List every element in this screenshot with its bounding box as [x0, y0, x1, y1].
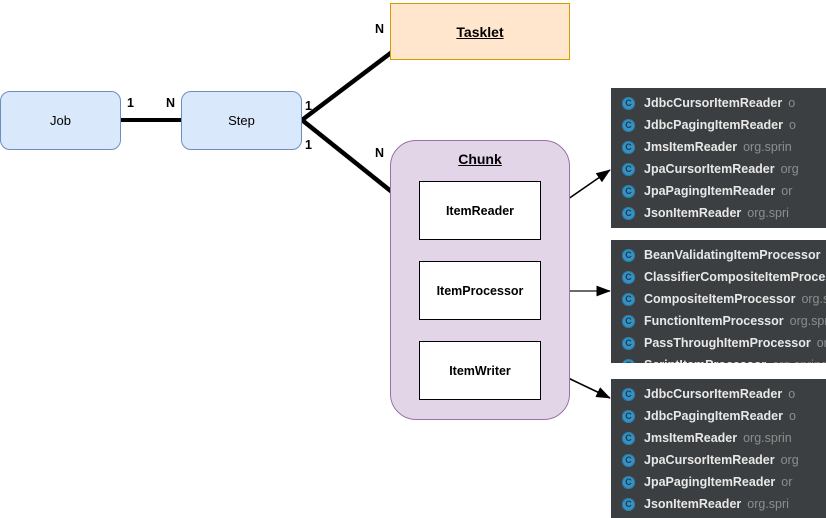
completion-item-name: JmsItemReader [644, 431, 738, 445]
node-job[interactable]: Job [0, 91, 121, 150]
completion-item-name: JpaCursorItemReader [644, 453, 775, 467]
class-icon [622, 206, 635, 220]
completion-item-package: o [788, 387, 796, 401]
completion-item[interactable]: JdbcCursorItemReader o [611, 383, 826, 405]
completion-item-name: ScriptItemProcessor [644, 358, 766, 363]
completion-item[interactable]: JsonItemReader org.spri [611, 202, 826, 224]
class-icon [622, 453, 635, 467]
node-item-writer-label: ItemWriter [449, 363, 511, 378]
cardinality-step-side: N [166, 96, 176, 110]
class-icon [622, 270, 635, 284]
node-step[interactable]: Step [181, 91, 302, 150]
node-step-label: Step [228, 113, 255, 128]
completion-item[interactable]: PassThroughItemProcessor org.spri [611, 332, 826, 354]
completion-item-package: o [788, 409, 796, 423]
node-job-label: Job [50, 113, 71, 128]
class-icon [622, 248, 635, 262]
class-icon [622, 184, 635, 198]
cardinality-step-tasklet-far: N [375, 22, 385, 36]
node-item-writer[interactable]: ItemWriter [419, 341, 541, 400]
completion-item-package: org.spri [747, 206, 789, 220]
node-tasklet-label: Tasklet [456, 23, 504, 40]
popup-item-processor-implementations[interactable]: BeanValidatingItemProcessororg.spClassif… [611, 240, 826, 363]
completion-item[interactable]: FunctionItemProcessor org.springfr [611, 310, 826, 332]
class-icon [622, 409, 635, 423]
edge-step-tasklet [300, 50, 394, 122]
completion-item[interactable]: JpaCursorItemReader org [611, 158, 826, 180]
completion-item-package: org.spri [816, 336, 826, 350]
completion-item[interactable]: JpaCursorItemReader org [611, 449, 826, 471]
cardinality-step-chunk-far: N [375, 146, 385, 160]
completion-item[interactable]: ScriptItemProcessor org.springfram [611, 354, 826, 363]
completion-item[interactable]: JpaPagingItemReader or [611, 471, 826, 493]
completion-item[interactable]: JmsItemReader org.sprin [611, 136, 826, 158]
popup-item-reader-implementations[interactable]: JdbcCursorItemReaderoJdbcPagingItemReade… [611, 88, 826, 228]
completion-item-package: org.springfr [789, 314, 826, 328]
completion-item-name: ClassifierCompositeItemProcessor [644, 270, 826, 284]
class-icon [622, 475, 635, 489]
completion-item-name: JdbcCursorItemReader [644, 387, 783, 401]
class-icon [622, 497, 635, 511]
completion-item-name: FunctionItemProcessor [644, 314, 784, 328]
class-icon [622, 336, 635, 350]
cardinality-job-side: 1 [127, 96, 134, 110]
completion-item-package: or [781, 475, 793, 489]
completion-item-name: JmsItemReader [644, 140, 738, 154]
completion-item-package: o [788, 96, 796, 110]
completion-item-package: org.spri [747, 497, 789, 511]
node-item-processor[interactable]: ItemProcessor [419, 261, 541, 320]
class-icon [622, 431, 635, 445]
completion-item-name: JpaPagingItemReader [644, 184, 776, 198]
class-icon [622, 387, 635, 401]
cardinality-step-tasklet-near: 1 [305, 99, 312, 113]
completion-item-name: JpaPagingItemReader [644, 475, 776, 489]
class-icon [622, 96, 635, 110]
completion-item-package: org.springfram [772, 358, 826, 363]
node-tasklet[interactable]: Tasklet [390, 3, 570, 60]
node-item-processor-label: ItemProcessor [436, 283, 524, 298]
completion-item-name: JdbcPagingItemReader [644, 118, 783, 132]
completion-item[interactable]: JpaPagingItemReader or [611, 180, 826, 202]
completion-item-package: org.sprin [743, 431, 792, 445]
completion-item-package: or [781, 184, 793, 198]
class-icon [622, 140, 635, 154]
completion-item[interactable]: ClassifierCompositeItemProcessoro [611, 266, 826, 288]
completion-item-name: PassThroughItemProcessor [644, 336, 811, 350]
completion-item-name: BeanValidatingItemProcessor [644, 248, 821, 262]
completion-item[interactable]: JdbcCursorItemReader o [611, 92, 826, 114]
completion-item-package: org.sprin [743, 140, 792, 154]
completion-item-name: JdbcPagingItemReader [644, 409, 783, 423]
class-icon [622, 358, 635, 363]
completion-item-package: o [788, 118, 796, 132]
completion-item-package: org [780, 453, 799, 467]
edge-step-chunk [300, 118, 394, 194]
completion-item-name: CompositeItemProcessor [644, 292, 796, 306]
completion-item-name: JpaCursorItemReader [644, 162, 775, 176]
completion-item[interactable]: JmsItemReader org.sprin [611, 427, 826, 449]
completion-item[interactable]: JsonItemReader org.spri [611, 493, 826, 515]
class-icon [622, 162, 635, 176]
completion-item[interactable]: CompositeItemProcessor org.spring [611, 288, 826, 310]
class-icon [622, 118, 635, 132]
popup-item-writer-implementations[interactable]: JdbcCursorItemReaderoJdbcPagingItemReade… [611, 379, 826, 518]
completion-item-package: org.spring [801, 292, 826, 306]
class-icon [622, 314, 635, 328]
completion-item-package: org [780, 162, 799, 176]
completion-item[interactable]: JdbcPagingItemReader o [611, 114, 826, 136]
node-item-reader-label: ItemReader [445, 203, 515, 218]
completion-item-name: JsonItemReader [644, 206, 742, 220]
completion-item[interactable]: BeanValidatingItemProcessororg.sp [611, 244, 826, 266]
node-item-reader[interactable]: ItemReader [419, 181, 541, 240]
class-icon [622, 292, 635, 306]
cardinality-step-chunk-near: 1 [305, 138, 312, 152]
completion-item-name: JsonItemReader [644, 497, 742, 511]
completion-item-name: JdbcCursorItemReader [644, 96, 783, 110]
node-chunk-label: Chunk [458, 151, 502, 167]
completion-item[interactable]: JdbcPagingItemReader o [611, 405, 826, 427]
